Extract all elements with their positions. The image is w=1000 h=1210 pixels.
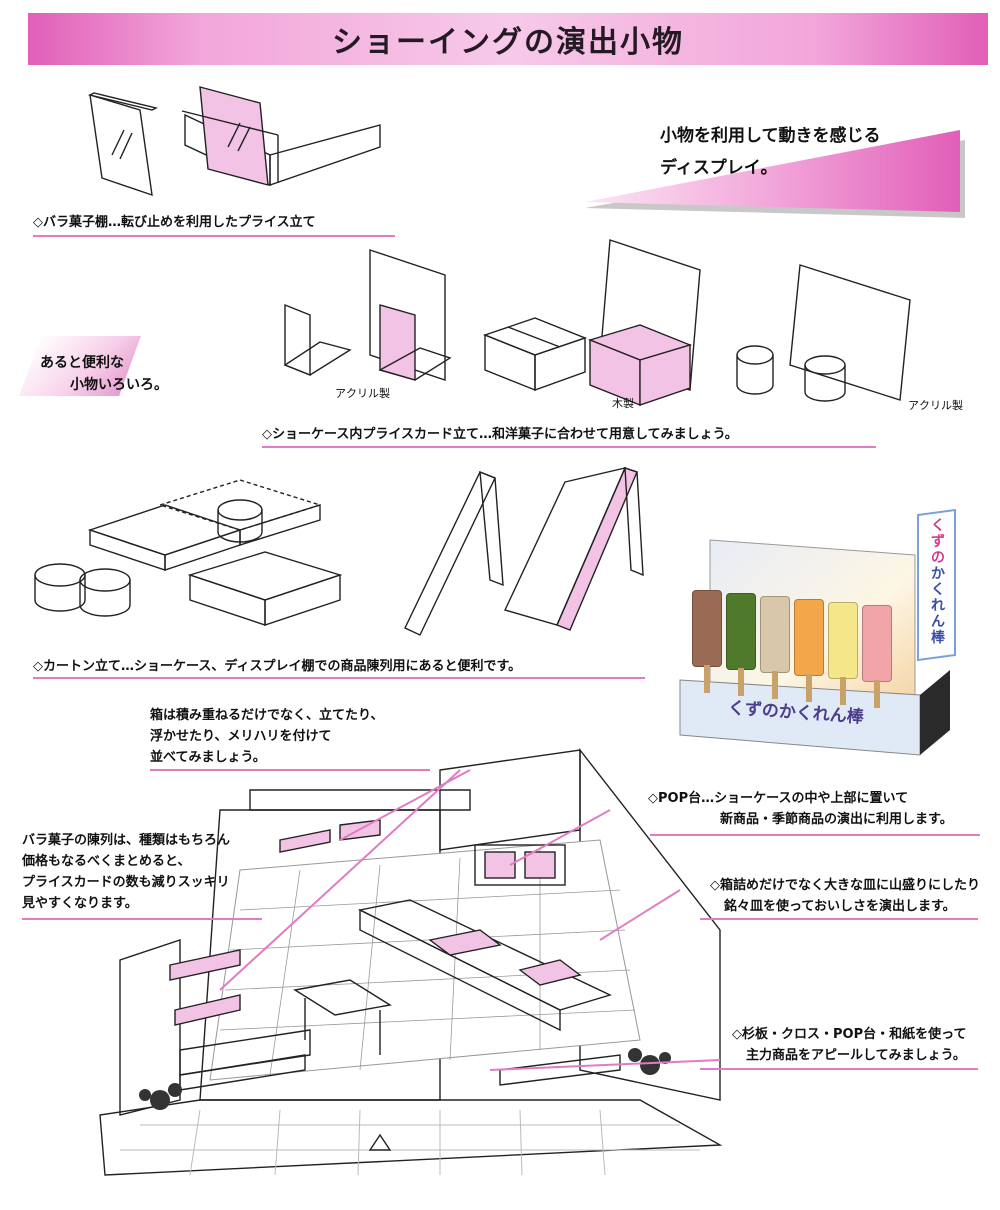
popsicle [692, 590, 722, 693]
cedar-board-line1: ◇杉板・クロス・POP台・和紙を使って [732, 1027, 967, 1042]
bara-shelf-illustration [87, 86, 381, 197]
annotation-stack-boxes: 箱は積み重ねるだけでなく、立てたり、 浮かせたり、メリハリを付けて 並べてみまし… [150, 705, 383, 768]
popsicle [828, 602, 858, 705]
stack-boxes-line1: 箱は積み重ねるだけでなく、立てたり、 [150, 708, 384, 723]
popsicle-stick [772, 671, 778, 699]
page-title: ショーイングの演出小物 [332, 25, 684, 60]
annotation-underline [150, 769, 430, 771]
popsicle [862, 605, 892, 708]
bara-display-line1: バラ菓子の陳列は、種類はもちろん [22, 833, 231, 848]
annotation-underline [22, 918, 262, 920]
cedar-board-line2: 主力商品をアピールしてみましょう。 [746, 1048, 966, 1063]
plate-display-line1: ◇箱詰めだけでなく大きな皿に山盛りにしたり [710, 878, 980, 893]
useful-items-text: あると便利な 小物いろいろ。 [40, 352, 168, 396]
annotation-underline [700, 1068, 978, 1070]
popsicle [760, 596, 790, 699]
annotation-plate-display: ◇箱詰めだけでなく大きな皿に山盛りにしたり 銘々皿を使っておいしさを演出します。 [710, 875, 980, 917]
pop-stand-photo: くずのかくれん棒 くずの かくれん 棒 [679, 508, 980, 760]
pop-flag-line1: くずの [931, 518, 945, 566]
popsicle-stick [738, 668, 744, 696]
pop-flag-line3: 棒 [931, 630, 945, 646]
popsicle-stick [840, 677, 846, 705]
label-wood: 木製 [612, 397, 634, 410]
popsicle [794, 599, 824, 702]
plate-display-line2: 銘々皿を使っておいしさを演出します。 [724, 899, 956, 914]
popsicle-stick [874, 680, 880, 708]
pop-stand-line1: ◇POP台…ショーケースの中や上部に置いて [648, 791, 909, 806]
tagline-line2: ディスプレイ。 [660, 158, 778, 178]
pop-flag-line2: かくれん [931, 566, 945, 630]
carton-stand-illustration [34, 467, 644, 636]
tagline: 小物を利用して動きを感じる ディスプレイ。 [660, 120, 881, 184]
annotation-underline [700, 918, 978, 920]
tagline-line1: 小物を利用して動きを感じる [660, 126, 881, 146]
annotation-pop-stand: ◇POP台…ショーケースの中や上部に置いて 新商品・季節商品の演出に利用します。 [648, 788, 953, 830]
caption-underline [262, 446, 876, 448]
bara-display-line4: 見やすくなります。 [22, 896, 138, 911]
annotation-cedar-board: ◇杉板・クロス・POP台・和紙を使って 主力商品をアピールしてみましょう。 [732, 1024, 966, 1066]
annotation-underline [650, 834, 980, 836]
bara-display-line3: プライスカードの数も減りスッキリ [22, 875, 230, 890]
caption-carton-stand: ◇カートン立て…ショーケース、ディスプレイ棚での商品陳列用にあると便利です。 [33, 659, 522, 674]
title-band: ショーイングの演出小物 [28, 13, 988, 65]
tagline-swoosh [585, 130, 965, 218]
caption-underline [33, 677, 645, 679]
showcase-card-stands-illustration [283, 239, 911, 407]
popsicle-row [692, 590, 922, 730]
label-acrylic-left: アクリル製 [335, 387, 390, 400]
stack-boxes-line3: 並べてみましょう。 [150, 750, 266, 765]
caption-showcase-card-stand: ◇ショーケース内プライスカード立て…和洋菓子に合わせて用意してみましょう。 [262, 427, 738, 442]
useful-items-line2: 小物いろいろ。 [70, 377, 168, 393]
annotation-bara-display: バラ菓子の陳列は、種類はもちろん 価格もなるべくまとめると、 プライスカードの数… [22, 830, 230, 914]
pop-flag: くずの かくれん 棒 [928, 518, 948, 646]
shop-floor-illustration [99, 747, 723, 1176]
bara-display-line2: 価格もなるべくまとめると、 [22, 854, 191, 869]
label-acrylic-right: アクリル製 [908, 399, 963, 412]
popsicle-stick [806, 674, 812, 702]
popsicle-stick [704, 665, 710, 693]
pop-stand-line2: 新商品・季節商品の演出に利用します。 [720, 812, 953, 827]
caption-underline [33, 235, 395, 237]
useful-items-line1: あると便利な [40, 355, 124, 371]
stack-boxes-line2: 浮かせたり、メリハリを付けて [150, 729, 332, 744]
caption-bara-shelf: ◇バラ菓子棚…転び止めを利用したプライス立て [33, 215, 316, 230]
popsicle [726, 593, 756, 696]
